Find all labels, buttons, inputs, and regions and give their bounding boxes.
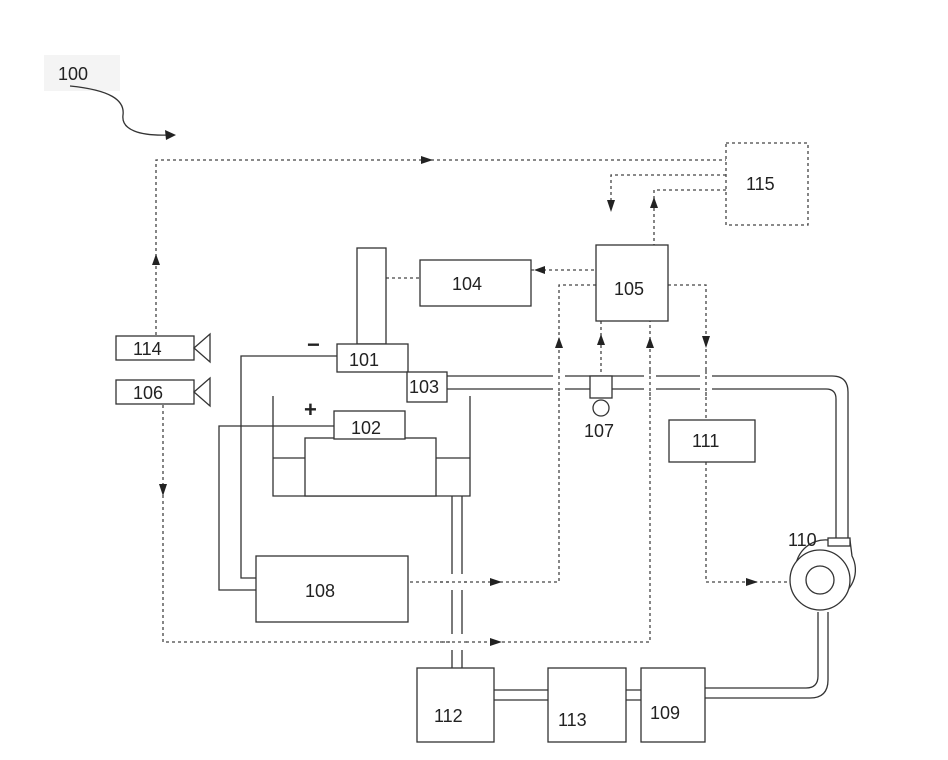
pipe-113-109 xyxy=(626,690,641,700)
signal-line-111-110 xyxy=(706,462,790,582)
positive-terminal: + xyxy=(304,397,317,422)
label-102: 102 xyxy=(351,418,381,438)
component-113 xyxy=(548,668,626,742)
pipe-outer-top xyxy=(447,376,848,540)
component-112 xyxy=(417,668,494,742)
label-112: 112 xyxy=(434,706,463,726)
component-106-lens xyxy=(194,378,210,406)
label-111: 111 xyxy=(692,431,719,451)
signal-line-108-105 xyxy=(408,285,596,582)
figure-ref-label: 100 xyxy=(58,64,88,84)
figure-ref-arrowhead xyxy=(165,130,176,140)
label-114: 114 xyxy=(133,339,162,359)
arrow-bottom-right xyxy=(490,638,502,646)
arrow-114-up xyxy=(152,254,160,265)
pipe-inner-top xyxy=(447,389,836,540)
tank-cell xyxy=(305,438,436,496)
label-106: 106 xyxy=(133,383,163,403)
label-109: 109 xyxy=(650,703,680,723)
component-107-sensor xyxy=(593,400,609,416)
label-104: 104 xyxy=(452,274,482,294)
component-110-impeller xyxy=(806,566,834,594)
arrow-105-104 xyxy=(534,266,545,274)
negative-terminal: − xyxy=(307,332,320,357)
signal-line-105-115-b xyxy=(654,190,726,245)
pipe-110-109-inner xyxy=(705,612,818,688)
label-110: 110 xyxy=(788,530,817,550)
arrow-bottom-up xyxy=(646,337,654,348)
arrow-105-115-up xyxy=(650,197,658,208)
label-108: 108 xyxy=(305,581,335,601)
label-101: 101 xyxy=(349,350,379,370)
arrow-115-105-down xyxy=(607,200,615,212)
label-107: 107 xyxy=(584,421,614,441)
arrow-106-down xyxy=(159,484,167,496)
label-115: 115 xyxy=(746,174,775,194)
component-114-lens xyxy=(194,334,210,362)
pipe-110-109-outer xyxy=(705,612,828,698)
label-103: 103 xyxy=(409,377,439,397)
arrow-105-111-down xyxy=(702,336,710,348)
arrow-top-right xyxy=(421,156,433,164)
label-105: 105 xyxy=(614,279,644,299)
stack xyxy=(357,248,386,344)
arrow-108-right xyxy=(490,578,502,586)
label-113: 113 xyxy=(558,710,587,730)
arrow-111-110 xyxy=(746,578,758,586)
pipe-112-113 xyxy=(494,690,548,700)
arrow-108-105-up xyxy=(555,337,563,348)
component-107-body xyxy=(590,376,612,398)
arrow-107-105-up xyxy=(597,334,605,345)
signal-line-115-105-a xyxy=(611,175,726,210)
component-110-outlet xyxy=(828,538,850,546)
figure-ref-leader xyxy=(70,86,168,135)
signal-line-105-111 xyxy=(668,285,706,420)
